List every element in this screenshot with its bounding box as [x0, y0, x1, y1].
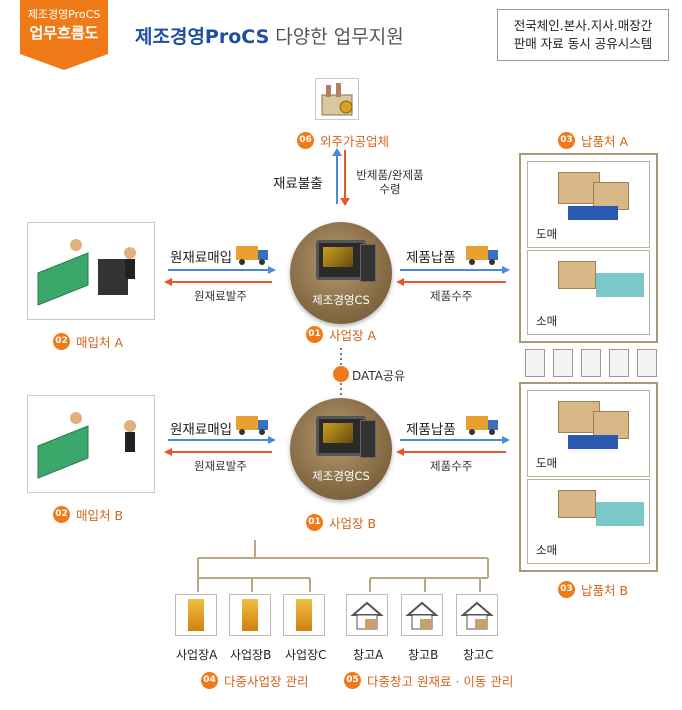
supplier-b-label: 02 매입처 B [53, 505, 123, 524]
multi-site-item: 사업장A [176, 648, 218, 662]
site-a-hub-label: 제조경영CS [312, 293, 370, 307]
monitor-icon [581, 349, 601, 377]
delivery-a-text: 납품처 A [581, 134, 629, 149]
wholesale-b-label: 도매 [536, 456, 558, 470]
outsourcing-badge: 06 [297, 132, 314, 149]
wholesale-b-scene: 도매 [527, 390, 650, 477]
multi-site-badge: 04 [201, 672, 218, 689]
pc-tower-icon [360, 420, 376, 458]
data-share-label: DATA공유 [352, 369, 405, 383]
notice-line-2: 판매 자료 동시 공유시스템 [513, 36, 653, 51]
building-icon [229, 594, 271, 636]
site-a-hub: 제조경영CS [290, 222, 392, 324]
building-icon [175, 594, 217, 636]
counter-icon [596, 273, 644, 297]
warehouse-icon [346, 594, 388, 636]
delivery-b-badge: 03 [558, 581, 575, 598]
delivery-a-frame: 도매 소매 [519, 153, 658, 343]
raw-purchase-a-label: 원재료매입 [170, 250, 233, 266]
multi-site-label: 04 다중사업장 관리 [201, 671, 308, 690]
multi-wh-badge: 05 [344, 672, 361, 689]
supplier-a-text: 매입처 A [76, 335, 124, 350]
truck-icon [466, 416, 498, 435]
retail-b-scene: 소매 [527, 479, 650, 564]
outsourcing-text: 외주가공업체 [320, 134, 390, 149]
device-strip [525, 349, 661, 377]
multi-wh-item: 창고C [463, 648, 494, 662]
notice-line-1: 전국체인.본사.지사.매장간 [513, 18, 653, 33]
multi-wh-item: 창고A [353, 648, 384, 662]
wholesale-a-label: 도매 [536, 227, 558, 241]
multi-wh-label: 05 다중창고 원재료 · 이동 관리 [344, 671, 513, 690]
site-b-label: 01 사업장 B [306, 513, 376, 532]
page-title-brand: 제조경영ProCS [135, 26, 270, 48]
forklift-icon [568, 435, 618, 449]
outsourcing-label: 06 외주가공업체 [297, 131, 389, 150]
multi-site-item: 사업장C [285, 648, 327, 662]
raw-purchase-b-label: 원재료매입 [170, 422, 233, 438]
delivery-a-badge: 03 [558, 132, 575, 149]
truck-icon [236, 416, 268, 435]
factory-icon [315, 78, 359, 120]
supplier-b-badge: 02 [53, 506, 70, 523]
workflow-tag-brand: 제조경영ProCS [27, 8, 101, 21]
site-a-badge: 01 [306, 326, 323, 343]
supplier-b-scene [27, 395, 155, 493]
truck-icon [466, 246, 498, 265]
wholesale-a-scene: 도매 [527, 161, 650, 248]
delivery-b-text: 납품처 B [581, 583, 629, 598]
site-a-text: 사업장 A [329, 328, 377, 343]
barcode-scanner-icon [637, 349, 657, 377]
data-share-icon [333, 366, 349, 382]
multi-site-item: 사업장B [230, 648, 272, 662]
supplier-b-text: 매입처 B [76, 508, 124, 523]
supplier-a-label: 02 매입처 A [53, 332, 123, 351]
supplier-a-scene [27, 222, 155, 320]
notice-box: 전국체인.본사.지사.매장간 판매 자료 동시 공유시스템 [497, 9, 669, 61]
semi-return-label: 반제품/완제품 수령 [356, 168, 424, 196]
truck-icon [236, 246, 268, 265]
site-b-hub: 제조경영CS [290, 398, 392, 500]
box-stack-icon [558, 261, 596, 289]
delivery-a-label: 03 납품처 A [558, 131, 628, 150]
printer-icon [609, 349, 629, 377]
site-b-text: 사업장 B [329, 516, 377, 531]
box-stack-icon [558, 490, 596, 518]
page-title-rest: 다양한 업무지원 [269, 26, 404, 48]
retail-a-label: 소매 [536, 314, 558, 328]
delivery-b-frame: 도매 소매 [519, 382, 658, 572]
product-deliver-a-label: 제품납품 [406, 250, 456, 266]
retail-a-scene: 소매 [527, 250, 650, 335]
warehouse-icon [401, 594, 443, 636]
workflow-tag: 제조경영ProCS 업무흐름도 [20, 0, 108, 70]
mobile-phone-icon [553, 349, 573, 377]
multi-wh-item: 창고B [408, 648, 439, 662]
site-a-label: 01 사업장 A [306, 325, 376, 344]
site-b-badge: 01 [306, 514, 323, 531]
page-title: 제조경영ProCS 다양한 업무지원 [135, 22, 404, 49]
product-deliver-b-label: 제품납품 [406, 422, 456, 438]
site-b-hub-label: 제조경영CS [312, 469, 370, 483]
raw-order-b-label: 원재료발주 [194, 459, 247, 473]
delivery-b-label: 03 납품처 B [558, 580, 628, 599]
workflow-tag-title: 업무흐름도 [29, 24, 99, 42]
counter-icon [596, 502, 644, 526]
material-out-label: 재료불출 [273, 176, 323, 192]
warehouse-icon [456, 594, 498, 636]
supplier-a-badge: 02 [53, 333, 70, 350]
box-stack-icon [593, 411, 629, 439]
multi-wh-text: 다중창고 원재료 · 이동 관리 [367, 674, 514, 689]
product-order-a-label: 제품수주 [430, 289, 473, 303]
monitor-icon [316, 240, 366, 280]
building-icon [283, 594, 325, 636]
pos-terminal-icon [525, 349, 545, 377]
product-order-b-label: 제품수주 [430, 459, 473, 473]
retail-b-label: 소매 [536, 543, 558, 557]
monitor-icon [316, 416, 366, 456]
multi-site-text: 다중사업장 관리 [224, 674, 309, 689]
forklift-icon [568, 206, 618, 220]
raw-order-a-label: 원재료발주 [194, 289, 247, 303]
pc-tower-icon [360, 244, 376, 282]
